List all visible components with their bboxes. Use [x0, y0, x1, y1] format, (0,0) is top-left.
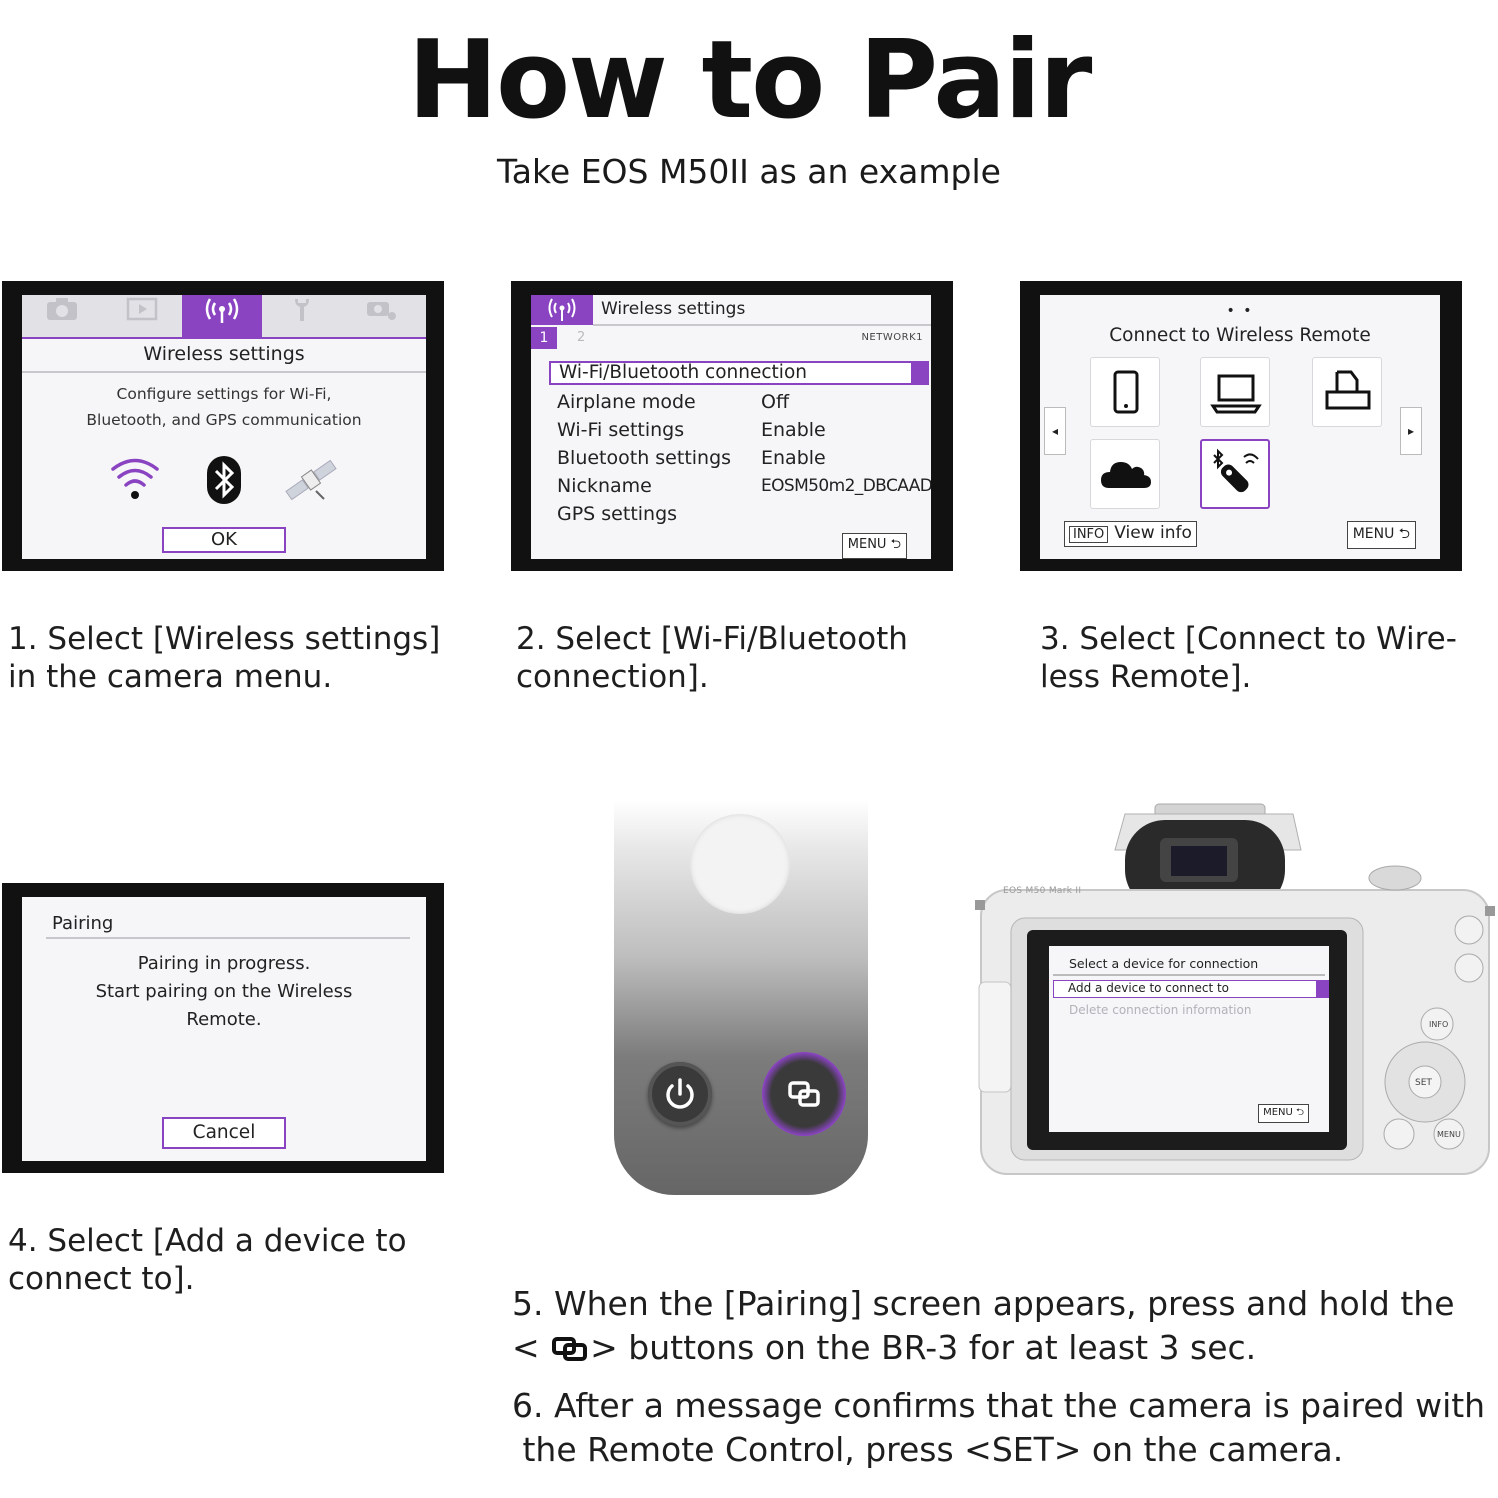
screen2-header: Wireless settings: [601, 299, 746, 319]
cloud-option[interactable]: [1090, 439, 1160, 509]
step-5-lt: <: [512, 1328, 540, 1367]
custom-tab-icon[interactable]: [342, 295, 422, 337]
computer-option[interactable]: [1200, 357, 1270, 427]
ok-button[interactable]: OK: [162, 527, 286, 553]
screen-pairing: Pairing Pairing in progress. Start pairi…: [2, 883, 444, 1173]
camera-lcd-menu-button[interactable]: MENU ⮌: [1258, 1104, 1309, 1123]
smartphone-option[interactable]: [1090, 357, 1160, 427]
wifi-settings-value: Enable: [761, 419, 826, 441]
gps-settings-label[interactable]: GPS settings: [557, 503, 678, 525]
power-icon: [666, 1078, 694, 1109]
add-device-label: Add a device to connect to: [1068, 981, 1230, 995]
pairing-line-1: Pairing in progress.: [137, 953, 311, 974]
nickname-value: EOSM50m2_DBCAAD: [761, 476, 931, 496]
laptop-icon: [1210, 374, 1262, 414]
page-tab-2[interactable]: 2: [577, 330, 586, 345]
playback-tab-icon[interactable]: [102, 295, 182, 337]
printer-icon: [1325, 370, 1371, 410]
info-hardware-button[interactable]: INFO: [1429, 1020, 1449, 1029]
cancel-button[interactable]: Cancel: [162, 1117, 286, 1149]
prev-arrow-button[interactable]: ◂: [1044, 407, 1066, 455]
wifi-icon: [110, 455, 160, 505]
power-button[interactable]: [648, 1062, 712, 1126]
screen-wireless-settings: Wireless settings Configure settings for…: [2, 281, 444, 571]
pairing-line-3: Remote.: [186, 1009, 262, 1030]
smartphone-icon: [1113, 370, 1139, 414]
step-5-line1: 5. When the [Pairing] screen appears, pr…: [512, 1284, 1455, 1323]
page-title: How to Pair: [407, 18, 1093, 143]
bluetooth-settings-label[interactable]: Bluetooth settings: [557, 447, 732, 469]
gps-satellite-icon: [280, 453, 342, 511]
screen-wifi-bluetooth-menu: Wireless settings 1 2 NETWORK1 Wi-Fi/Blu…: [511, 281, 953, 571]
menu-back-button[interactable]: MENU ⮌: [841, 533, 907, 559]
pairing-button[interactable]: [762, 1052, 846, 1136]
menu-hardware-button[interactable]: MENU: [1437, 1130, 1461, 1139]
camera-tab-icon[interactable]: [22, 295, 102, 337]
camera-brand-label: EOS M50 Mark II: [1003, 886, 1082, 896]
page-tab-1[interactable]: 1: [531, 327, 557, 349]
pairing-icon: [788, 1081, 820, 1107]
network-label: NETWORK1: [861, 332, 923, 343]
menu-back-button[interactable]: MENU ⮌: [1346, 521, 1416, 549]
next-arrow-button[interactable]: ▸: [1400, 407, 1422, 455]
delete-connection-item[interactable]: Delete connection information: [1069, 1003, 1252, 1017]
screen4-title: Pairing: [52, 913, 114, 934]
camera-lcd-title: Select a device for connection: [1069, 956, 1259, 971]
step-4-text: 4. Select [Add a device to connect to].: [8, 1223, 407, 1297]
step-6-line2: the Remote Control, press <SET> on the c…: [512, 1430, 1344, 1469]
screen1-desc-line2: Bluetooth, and GPS communication: [86, 411, 362, 429]
screen1-title: Wireless settings: [143, 343, 305, 365]
set-hardware-button[interactable]: SET: [1415, 1078, 1432, 1088]
wireless-remote-option[interactable]: [1200, 439, 1270, 509]
page-dots: • •: [1226, 303, 1254, 319]
bluetooth-settings-value: Enable: [761, 447, 826, 469]
pairing-line-2: Start pairing on the Wireless: [95, 981, 353, 1002]
camera-body: EOS M50 Mark II INFO SET MENU Select a d…: [975, 790, 1495, 1180]
camera-lcd-screen: Select a device for connection Add a dev…: [1049, 946, 1329, 1132]
info-key-label: INFO: [1069, 526, 1109, 543]
page-subtitle: Take EOS M50II as an example: [497, 152, 1001, 191]
step-3-text: 3. Select [Connect to Wire- less Remote]…: [1040, 621, 1457, 695]
airplane-mode-label[interactable]: Airplane mode: [557, 391, 696, 413]
screen3-title: Connect to Wireless Remote: [1109, 325, 1371, 346]
wifi-settings-label[interactable]: Wi-Fi settings: [557, 419, 685, 441]
selected-item-label: Wi-Fi/Bluetooth connection: [559, 362, 807, 383]
bluetooth-icon: [206, 455, 242, 509]
printer-option[interactable]: [1312, 357, 1382, 427]
step-2-text: 2. Select [Wi-Fi/Bluetooth connection].: [516, 621, 908, 695]
wrench-tab-icon[interactable]: [262, 295, 342, 337]
cloud-icon: [1101, 462, 1151, 488]
wireless-tab-icon[interactable]: [182, 295, 262, 337]
br3-remote-control: [614, 800, 868, 1195]
menu-tabs: [22, 295, 426, 337]
step-6-line1: 6. After a message confirms that the cam…: [512, 1386, 1486, 1425]
nickname-label[interactable]: Nickname: [557, 475, 652, 497]
step-1-text: 1. Select [Wireless settings] in the cam…: [8, 621, 441, 695]
view-info-label: View info: [1114, 523, 1192, 543]
info-button[interactable]: INFO View info: [1064, 521, 1197, 547]
airplane-mode-value: Off: [761, 391, 790, 413]
remote-control-icon: [1213, 448, 1259, 493]
add-device-item[interactable]: Add a device to connect to: [1053, 979, 1329, 998]
step-5-rest: > buttons on the BR-3 for at least 3 sec…: [590, 1328, 1257, 1367]
wireless-header-icon: [531, 295, 593, 325]
screen1-desc-line1: Configure settings for Wi-Fi,: [116, 385, 332, 403]
screen-connect-wireless-remote: • • Connect to Wireless Remote ◂ ▸ INFO V…: [1020, 281, 1462, 571]
wifi-bluetooth-connection-item[interactable]: Wi-Fi/Bluetooth connection: [549, 361, 929, 385]
step-5-line2: < > buttons on the BR-3 for at least 3 s…: [512, 1328, 1256, 1368]
pairing-icon: [552, 1337, 588, 1361]
remote-shutter-button[interactable]: [690, 814, 790, 914]
